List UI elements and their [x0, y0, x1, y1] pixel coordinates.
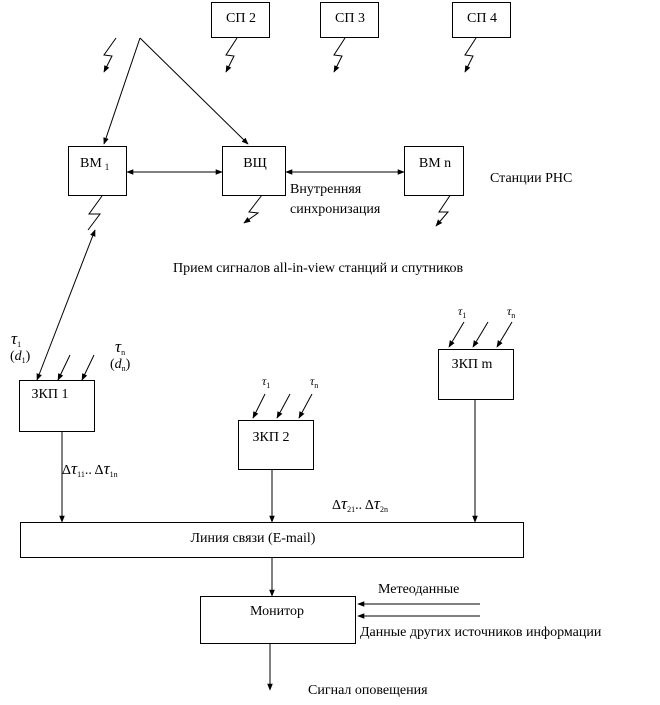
d-n-label: (dn) [110, 357, 131, 373]
lightning-icon [103, 37, 117, 73]
alert-label: Сигнал оповещения [308, 683, 428, 698]
comm-line-box: Линия связи (E-mail) [20, 522, 524, 558]
signal-line [139, 37, 249, 145]
tau-n-label: τn [507, 304, 516, 320]
d-1-label: (d1) [10, 349, 31, 365]
satellite-box: СП 2 [211, 2, 270, 38]
sync-label-2: синхронизация [290, 202, 381, 217]
lightning-icon [333, 37, 346, 73]
input-arrow [276, 393, 291, 419]
tau-n-label: τn [115, 337, 126, 357]
lightning-icon [464, 37, 477, 73]
tau-1-label: τ1 [458, 304, 467, 320]
tau-n-label: τn [310, 374, 319, 390]
sync-label-1: Внутренняя [290, 182, 362, 197]
reception-caption: Прием сигналов all-in-view станций и спу… [173, 261, 464, 276]
lightning-icon [87, 195, 103, 231]
input-arrow [57, 354, 71, 381]
station-box: ВМ n [404, 146, 464, 196]
input-arrow [298, 393, 313, 419]
satellite-box: СП 4 [452, 2, 511, 38]
tau-1-label: τ1 [11, 329, 22, 349]
station-box: ВЩ [222, 146, 286, 196]
input-arrow [472, 321, 489, 348]
input-arrow [448, 321, 465, 348]
lightning-icon [225, 37, 238, 73]
zkp-box: ЗКП 2 [238, 420, 314, 470]
input-arrow [81, 354, 95, 381]
zkp-box: ЗКП 1 [19, 380, 95, 432]
lightning-icon [243, 194, 263, 224]
delta-tau-1-label: Δτ11.. Δτ1n [62, 459, 118, 479]
input-arrow [252, 393, 266, 419]
other-sources-label: Данные других источников информации [360, 625, 602, 640]
lightning-icon [435, 193, 452, 227]
delta-tau-2-label: Δτ21.. Δτ2n [332, 494, 388, 514]
signal-line [36, 229, 96, 381]
tau-1-label: τ1 [262, 374, 271, 390]
satellite-box: СП 3 [320, 2, 379, 38]
zkp-box: ЗКП m [438, 349, 514, 400]
meteo-label: Метеоданные [378, 582, 460, 597]
input-arrow [496, 321, 513, 348]
stations-caption: Станции РНС [490, 171, 573, 186]
signal-line [103, 37, 141, 145]
monitor-box: Монитор [200, 596, 356, 644]
